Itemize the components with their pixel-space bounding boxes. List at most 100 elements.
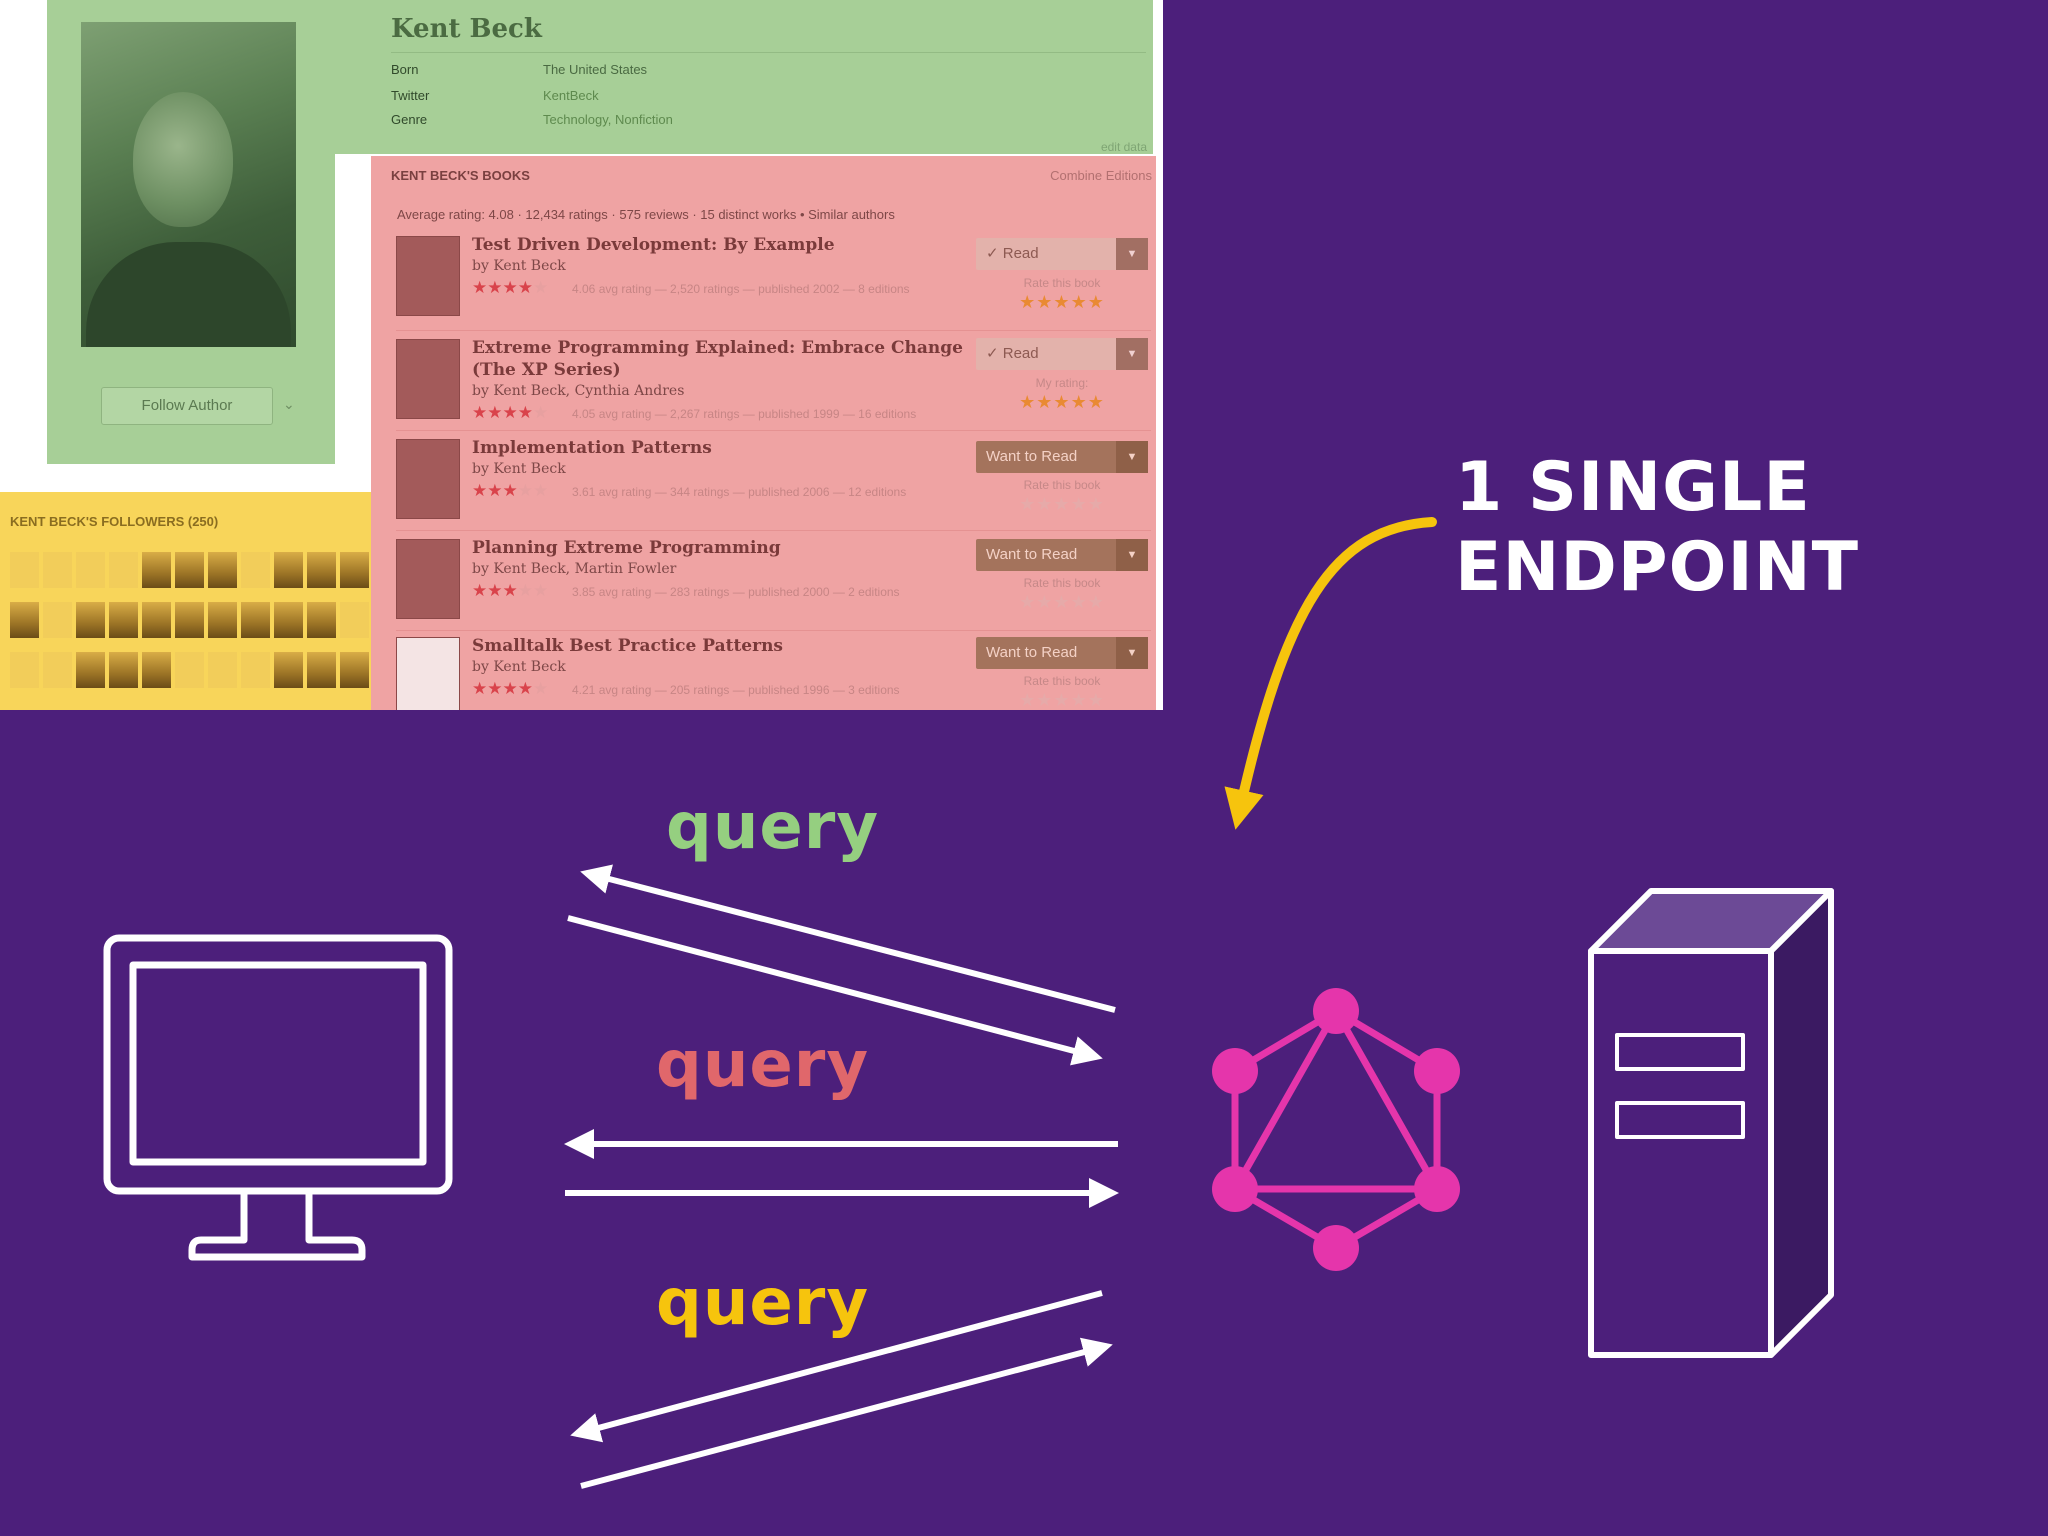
follower-avatar[interactable] — [142, 652, 171, 688]
follower-avatar[interactable] — [43, 602, 72, 638]
rate-label: My rating: — [1035, 376, 1089, 390]
follower-avatar[interactable] — [175, 602, 204, 638]
book-title-line2[interactable]: (The XP Series) — [472, 360, 621, 380]
follower-avatar[interactable] — [76, 602, 105, 638]
follower-avatar[interactable] — [142, 602, 171, 638]
genre-links[interactable]: Technology, Nonfiction — [543, 112, 673, 127]
follower-avatar[interactable] — [10, 652, 39, 688]
follower-avatar[interactable] — [76, 552, 105, 588]
book-cover[interactable] — [396, 339, 460, 419]
follower-avatar[interactable] — [208, 602, 237, 638]
query-label-2: query — [656, 1028, 870, 1102]
author-name: Kent Beck — [391, 14, 542, 44]
follower-avatar[interactable] — [10, 602, 39, 638]
rating-stars[interactable]: ★★★★★ — [1019, 690, 1105, 710]
book-title[interactable]: Implementation Patterns — [472, 438, 712, 458]
avg-rating-stars: ★★★★★ — [472, 581, 549, 600]
follower-avatar[interactable] — [340, 552, 369, 588]
follower-avatar[interactable] — [109, 552, 138, 588]
dropdown-arrow-icon[interactable]: ▼ — [1116, 637, 1148, 669]
follower-avatar[interactable] — [109, 602, 138, 638]
rating-stars[interactable]: ★★★★★ — [1019, 392, 1105, 412]
follower-avatar[interactable] — [208, 652, 237, 688]
rate-label: Rate this book — [1023, 576, 1101, 590]
follower-avatar[interactable] — [142, 552, 171, 588]
combine-editions-link[interactable]: Combine Editions — [1050, 168, 1152, 183]
shelf-label: Want to Read — [986, 448, 1078, 465]
follower-avatar[interactable] — [241, 652, 270, 688]
follower-avatar[interactable] — [208, 552, 237, 588]
info-key: Twitter — [391, 88, 430, 103]
follower-avatar[interactable] — [175, 552, 204, 588]
follower-avatar[interactable] — [274, 602, 303, 638]
book-row: Extreme Programming Explained: Embrace C… — [396, 330, 1151, 431]
follower-avatar[interactable] — [175, 652, 204, 688]
arrow-response-1 — [580, 864, 1116, 1013]
follower-avatar[interactable] — [274, 652, 303, 688]
rating-stars[interactable]: ★★★★★ — [1019, 494, 1105, 514]
book-title[interactable]: Planning Extreme Programming — [472, 538, 781, 558]
endpoint-label-line-2: ENDPOINT — [1455, 528, 1860, 607]
book-author: by Kent Beck — [472, 258, 566, 274]
book-title[interactable]: Extreme Programming Explained: Embrace C… — [472, 338, 963, 358]
books-panel: KENT BECK'S BOOKS Combine Editions Avera… — [371, 156, 1156, 710]
dropdown-arrow-icon[interactable]: ▼ — [1116, 238, 1148, 270]
rate-label: Rate this book — [1023, 276, 1101, 290]
rate-label: Rate this book — [1023, 478, 1101, 492]
follower-avatar[interactable] — [307, 652, 336, 688]
follower-avatar[interactable] — [76, 652, 105, 688]
shelf-button-want-to-read[interactable]: Want to Read ▼ — [976, 441, 1148, 473]
server-tower-icon — [1588, 888, 1834, 1358]
book-meta: 3.85 avg rating — 283 ratings — publishe… — [572, 585, 900, 599]
author-photo — [81, 22, 296, 347]
follow-author-button[interactable]: Follow Author — [101, 387, 273, 425]
follower-avatar[interactable] — [109, 652, 138, 688]
book-title[interactable]: Test Driven Development: By Example — [472, 235, 835, 255]
arrow-request-3 — [580, 1337, 1113, 1489]
rating-stars[interactable]: ★★★★★ — [1019, 292, 1105, 312]
follower-avatar[interactable] — [43, 652, 72, 688]
follower-avatar[interactable] — [340, 652, 369, 688]
follower-avatar[interactable] — [307, 552, 336, 588]
book-cover[interactable] — [396, 236, 460, 316]
rate-label: Rate this book — [1023, 674, 1101, 688]
shelf-button-read[interactable]: ✓ Read ▼ — [976, 338, 1148, 370]
follower-avatar[interactable] — [241, 602, 270, 638]
book-cover[interactable] — [396, 637, 460, 710]
arrow-request-1 — [567, 915, 1103, 1066]
book-cover[interactable] — [396, 539, 460, 619]
book-author: by Kent Beck, Martin Fowler — [472, 561, 677, 577]
shelf-button-read[interactable]: ✓ Read ▼ — [976, 238, 1148, 270]
dropdown-arrow-icon[interactable]: ▼ — [1116, 441, 1148, 473]
divider — [391, 52, 1146, 53]
shelf-label: ✓ Read — [986, 245, 1039, 262]
dropdown-arrow-icon[interactable]: ▼ — [1116, 338, 1148, 370]
shelf-label: Want to Read — [986, 644, 1078, 661]
follower-avatar[interactable] — [241, 552, 270, 588]
follower-avatar[interactable] — [274, 552, 303, 588]
query-arrows-3 — [570, 1290, 1113, 1489]
book-meta: 4.05 avg rating — 2,267 ratings — publis… — [572, 407, 917, 421]
rating-stars[interactable]: ★★★★★ — [1019, 592, 1105, 612]
follower-avatar[interactable] — [10, 552, 39, 588]
dropdown-arrow-icon[interactable]: ▼ — [1116, 539, 1148, 571]
chevron-down-icon[interactable]: ⌄ — [283, 396, 295, 412]
query-arrows-1 — [567, 864, 1116, 1066]
edit-data-link[interactable]: edit data — [1100, 140, 1147, 154]
graphql-logo-icon — [1212, 988, 1460, 1271]
twitter-link[interactable]: KentBeck — [543, 88, 599, 103]
followers-heading: KENT BECK'S FOLLOWERS (250) — [10, 514, 219, 529]
author-page-screenshot: Follow Author ⌄ Kent Beck Born The Unite… — [0, 0, 1163, 710]
shelf-button-want-to-read[interactable]: Want to Read ▼ — [976, 539, 1148, 571]
book-title[interactable]: Smalltalk Best Practice Patterns — [472, 636, 783, 656]
shelf-button-want-to-read[interactable]: Want to Read ▼ — [976, 637, 1148, 669]
book-cover[interactable] — [396, 439, 460, 519]
query-arrows-2 — [564, 1129, 1119, 1208]
follower-avatar[interactable] — [43, 552, 72, 588]
follower-avatar[interactable] — [340, 602, 369, 638]
followers-panel: KENT BECK'S FOLLOWERS (250) — [0, 492, 371, 710]
book-meta: 4.21 avg rating — 205 ratings — publishe… — [572, 683, 900, 697]
follower-avatar[interactable] — [307, 602, 336, 638]
